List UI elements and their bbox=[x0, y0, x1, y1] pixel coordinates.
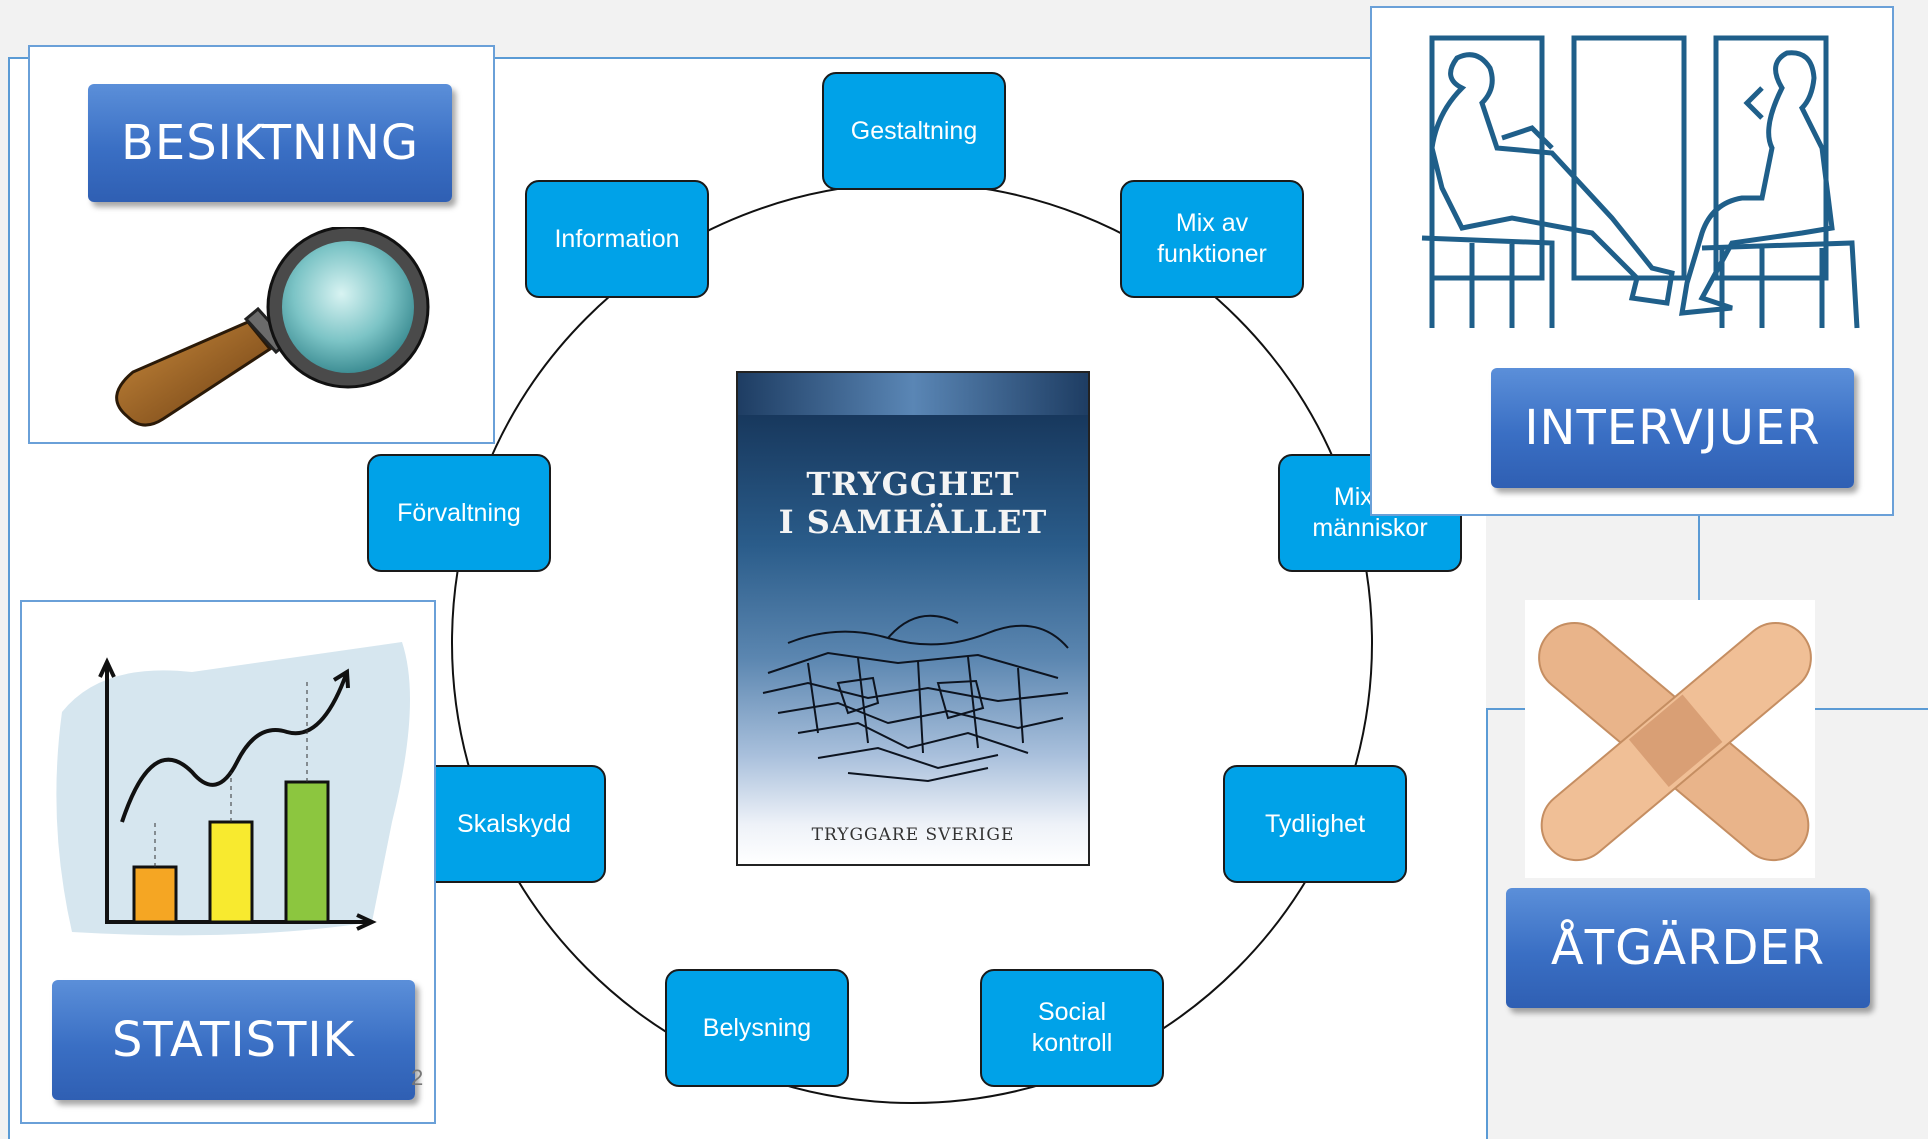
book-title-line1: TRYGGHET bbox=[806, 465, 1020, 503]
label-statistik[interactable]: STATISTIK bbox=[52, 980, 415, 1100]
node-tydlighet[interactable]: Tydlighet bbox=[1223, 765, 1407, 883]
node-belysning[interactable]: Belysning bbox=[665, 969, 849, 1087]
frame-line-right-vertical bbox=[1486, 708, 1488, 1139]
node-mix-av-funktioner[interactable]: Mix av funktioner bbox=[1120, 180, 1304, 298]
bandage-icon bbox=[1538, 621, 1812, 862]
node-social-kontroll[interactable]: Social kontroll bbox=[980, 969, 1164, 1087]
label-atgarder[interactable]: ÅTGÄRDER bbox=[1506, 888, 1870, 1008]
book-cover: TRYGGHET I SAMHÄLLET TRYGGARE SVERIGE bbox=[736, 371, 1090, 866]
node-gestaltning[interactable]: Gestaltning bbox=[822, 72, 1006, 190]
frame-line-left bbox=[8, 57, 10, 1139]
frame-line-top bbox=[8, 57, 1393, 59]
bar-chart-icon bbox=[56, 642, 410, 936]
node-skalskydd[interactable]: Skalskydd bbox=[422, 765, 606, 883]
interview-silhouette-icon bbox=[1421, 35, 1860, 329]
city-sketch-icon bbox=[762, 614, 1069, 783]
book-title-line2: I SAMHÄLLET bbox=[778, 503, 1048, 541]
book-publisher: TRYGGARE SVERIGE bbox=[811, 825, 1015, 845]
book-top-band bbox=[738, 373, 1088, 415]
node-information[interactable]: Information bbox=[525, 180, 709, 298]
label-besiktning[interactable]: BESIKTNING bbox=[88, 84, 452, 202]
label-intervjuer[interactable]: INTERVJUER bbox=[1491, 368, 1854, 488]
node-forvaltning[interactable]: Förvaltning bbox=[367, 454, 551, 572]
page-number: 2 bbox=[411, 1065, 424, 1090]
magnifying-glass-icon bbox=[115, 227, 430, 427]
